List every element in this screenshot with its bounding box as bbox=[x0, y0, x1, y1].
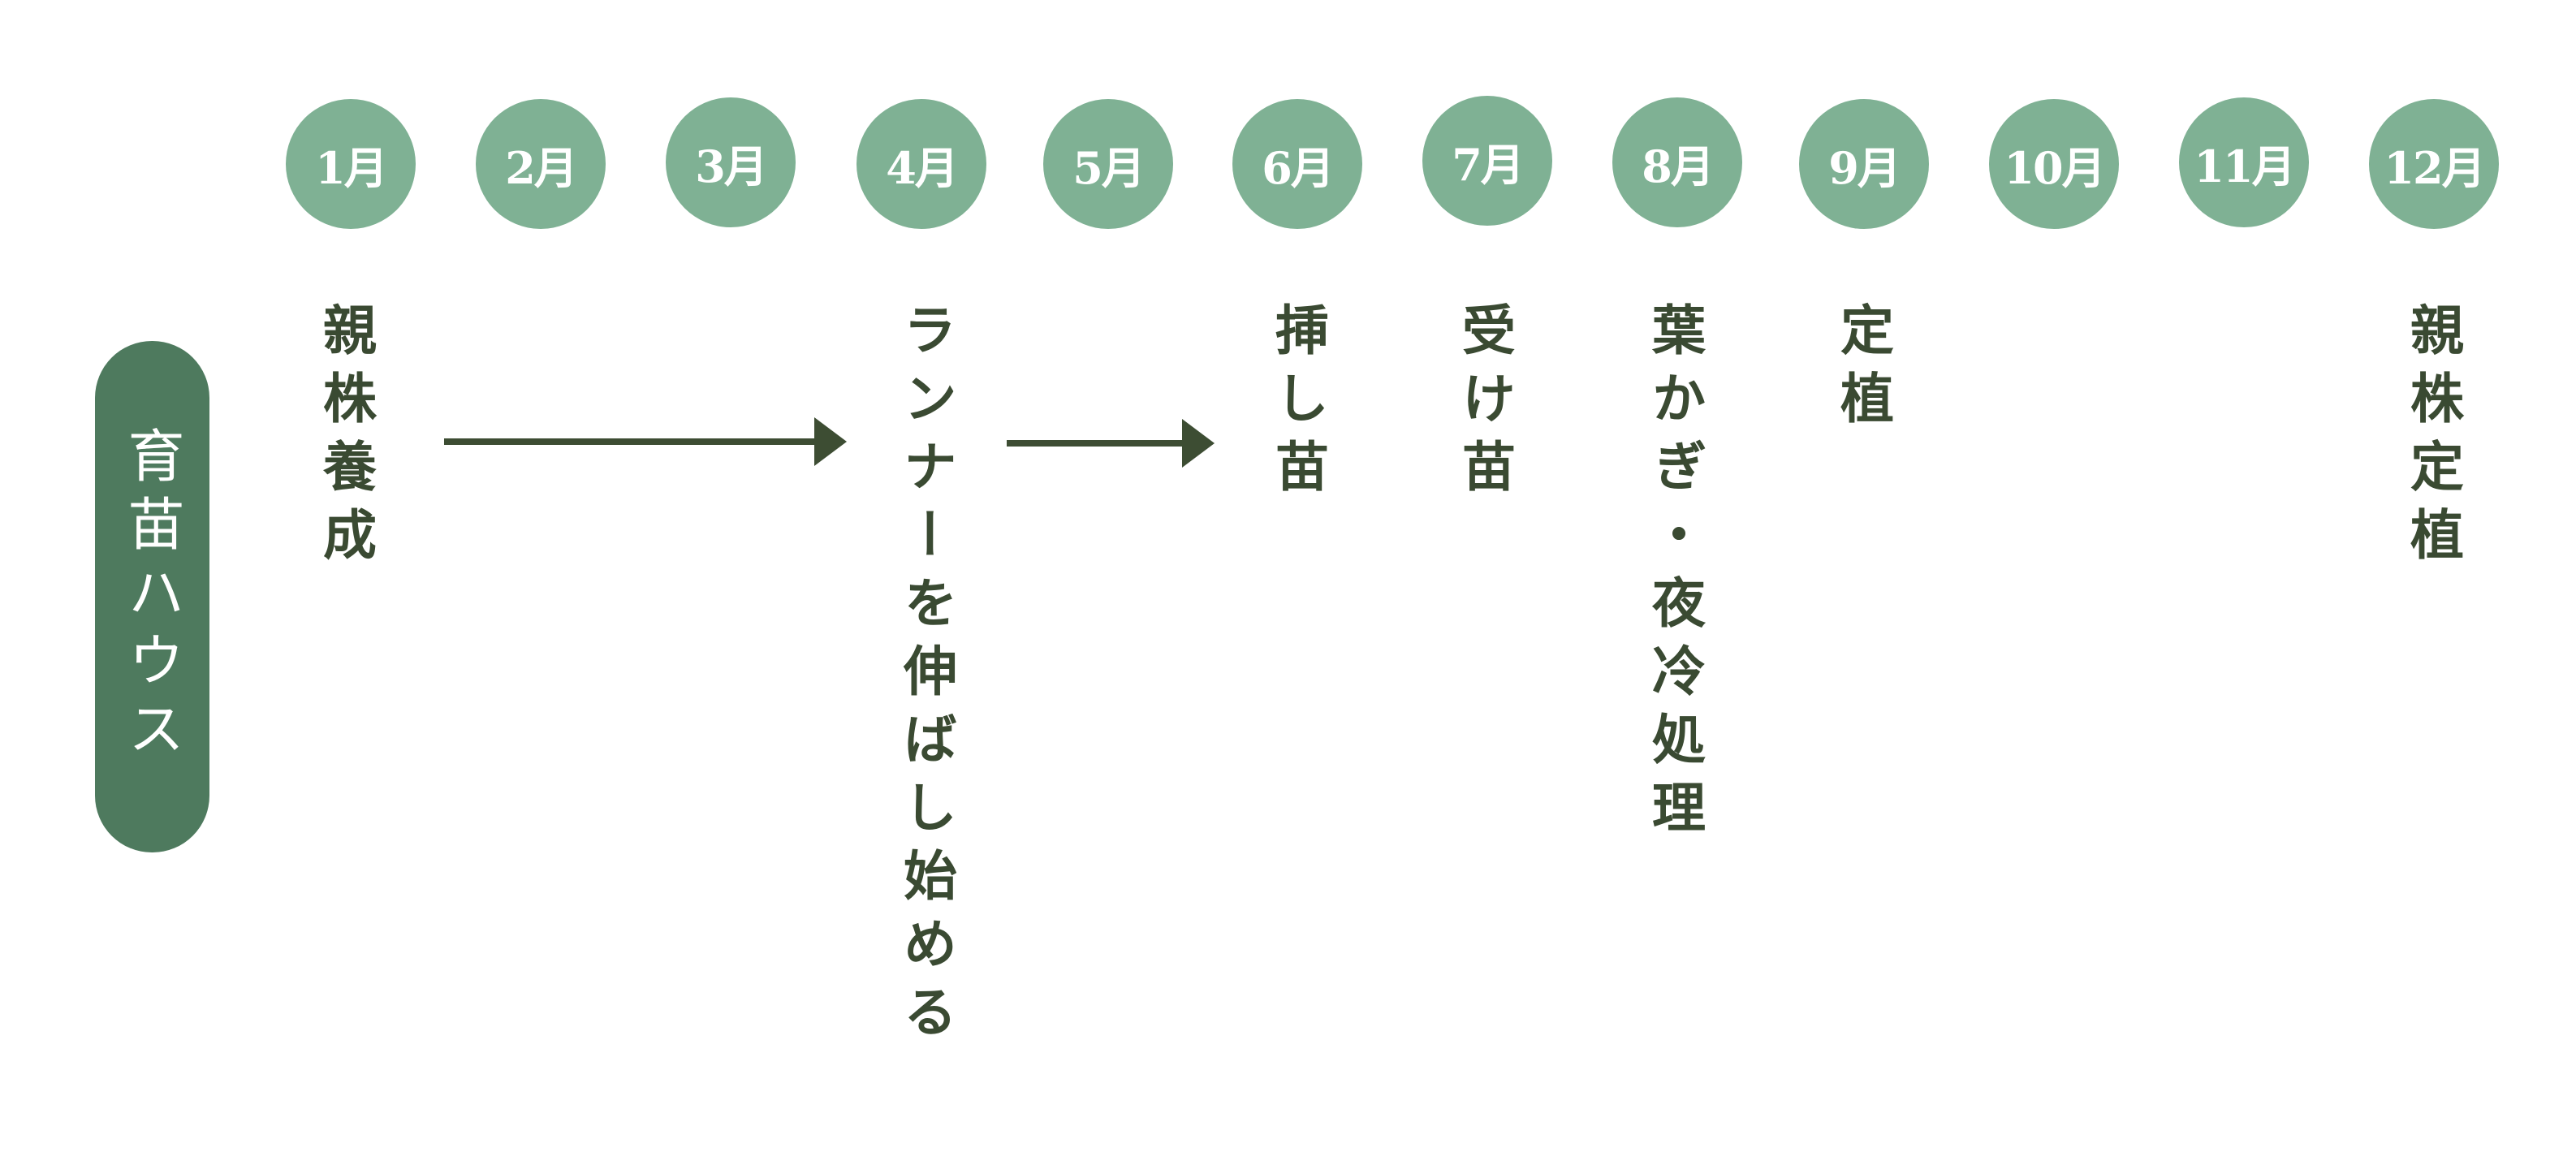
month-circle-12: 12月 bbox=[2369, 99, 2499, 229]
arrow-shaft bbox=[444, 438, 818, 445]
arrow-head-icon bbox=[1182, 419, 1215, 468]
arrow-1-to-4 bbox=[444, 417, 847, 466]
month-label: 4月 bbox=[886, 141, 959, 194]
month-circle-4: 4月 bbox=[857, 99, 986, 229]
month-label: 12月 bbox=[2384, 141, 2485, 194]
month-circle-6: 6月 bbox=[1232, 99, 1362, 229]
month-label: 10月 bbox=[2004, 141, 2105, 194]
task-teishoku: 定植 bbox=[1832, 302, 1895, 438]
row-label-pill: 育苗ハウス bbox=[95, 341, 209, 852]
month-circle-9: 9月 bbox=[1799, 99, 1929, 229]
month-label: 8月 bbox=[1642, 140, 1715, 192]
arrow-4-to-6 bbox=[1007, 419, 1215, 468]
task-runner: ランナーを伸ばし始める bbox=[895, 302, 958, 1052]
month-circle-8: 8月 bbox=[1612, 97, 1742, 227]
arrow-head-icon bbox=[814, 417, 847, 466]
task-ukenae: 受け苗 bbox=[1453, 302, 1517, 507]
month-label: 9月 bbox=[1828, 141, 1901, 194]
arrow-shaft bbox=[1007, 440, 1185, 447]
month-label: 11月 bbox=[2194, 140, 2295, 192]
task-oyakabu-yousei: 親株養成 bbox=[314, 302, 378, 575]
month-label: 3月 bbox=[695, 140, 768, 192]
month-circle-5: 5月 bbox=[1043, 99, 1173, 229]
month-label: 6月 bbox=[1262, 141, 1335, 194]
month-circle-2: 2月 bbox=[476, 99, 606, 229]
month-circle-1: 1月 bbox=[286, 99, 416, 229]
month-label: 2月 bbox=[505, 141, 578, 194]
task-sashinae: 挿し苗 bbox=[1266, 302, 1330, 507]
month-label: 5月 bbox=[1072, 141, 1146, 194]
task-oyakabu-teishoku: 親株定植 bbox=[2401, 302, 2465, 575]
month-label: 1月 bbox=[315, 141, 388, 194]
month-circle-3: 3月 bbox=[666, 97, 796, 227]
month-circle-11: 11月 bbox=[2179, 97, 2309, 227]
month-label: 7月 bbox=[1452, 138, 1525, 191]
row-label: 育苗ハウス bbox=[119, 426, 185, 767]
task-hakagi-yarei: 葉かぎ・夜冷処理 bbox=[1643, 302, 1707, 848]
month-circle-7: 7月 bbox=[1422, 96, 1552, 226]
month-circle-10: 10月 bbox=[1989, 99, 2119, 229]
